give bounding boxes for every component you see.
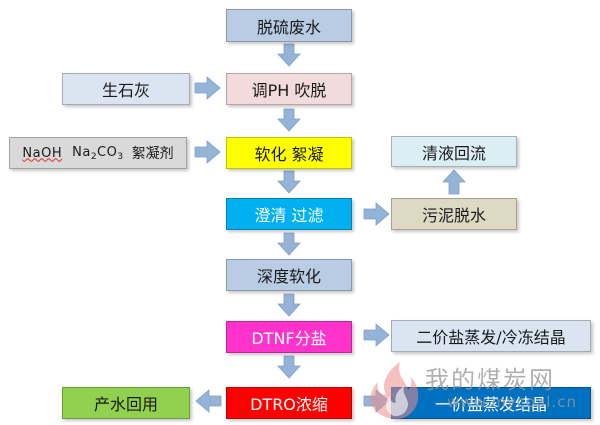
node-softening-flocculation: 软化 絮凝 xyxy=(226,137,352,169)
arrow-wastewater-to-ph xyxy=(277,43,301,67)
node-adjust-ph-stripping: 调PH 吹脱 xyxy=(226,73,352,105)
arrow-softening-to-clarification xyxy=(277,170,301,194)
node-desulfurization-wastewater: 脱硫废水 xyxy=(226,9,352,42)
arrow-quicklime-to-ph xyxy=(194,76,221,100)
watermark-flame-logo xyxy=(370,362,419,419)
node-quicklime: 生石灰 xyxy=(62,73,190,105)
arrow-clarification-to-deep xyxy=(277,232,301,256)
node-produced-water-reuse: 产水回用 xyxy=(62,387,190,419)
arrow-sludge-to-return xyxy=(442,169,466,195)
node-divalent-salt-evaporation: 二价盐蒸发/冷冻结晶 xyxy=(391,320,591,352)
node-clear-liquid-return: 清液回流 xyxy=(391,136,517,167)
node-deep-softening: 深度软化 xyxy=(226,259,352,291)
chem-flocculant: 絮凝剂 xyxy=(131,146,174,162)
arrow-dtnf-to-dtro xyxy=(277,355,301,379)
arrow-ph-to-softening xyxy=(277,108,301,132)
node-dtnf-salt-separation: DTNF分盐 xyxy=(226,321,352,353)
watermark-url: www.mycoal.cn xyxy=(447,393,577,411)
arrow-dtnf-to-divalent xyxy=(363,323,390,347)
chem-na2co3: Na2CO3 xyxy=(72,144,124,162)
arrow-dtro-to-reuse xyxy=(195,389,222,413)
watermark-text: 我的煤炭网 xyxy=(425,366,555,394)
arrow-deep-to-dtnf xyxy=(277,293,301,317)
chem-naoh: NaOH xyxy=(22,145,63,161)
node-clarification-filtration: 澄清 过滤 xyxy=(226,198,352,230)
node-sludge-dewatering: 污泥脱水 xyxy=(391,198,517,230)
arrow-clarification-to-sludge xyxy=(363,202,390,226)
node-monovalent-salt-evaporation: 一价盐蒸发结晶 xyxy=(391,387,591,419)
arrow-chemicals-to-softening xyxy=(194,140,221,164)
node-dtro-concentration: DTRO浓缩 xyxy=(226,387,352,419)
node-chemicals: NaOH Na2CO3 絮凝剂 xyxy=(9,137,187,169)
